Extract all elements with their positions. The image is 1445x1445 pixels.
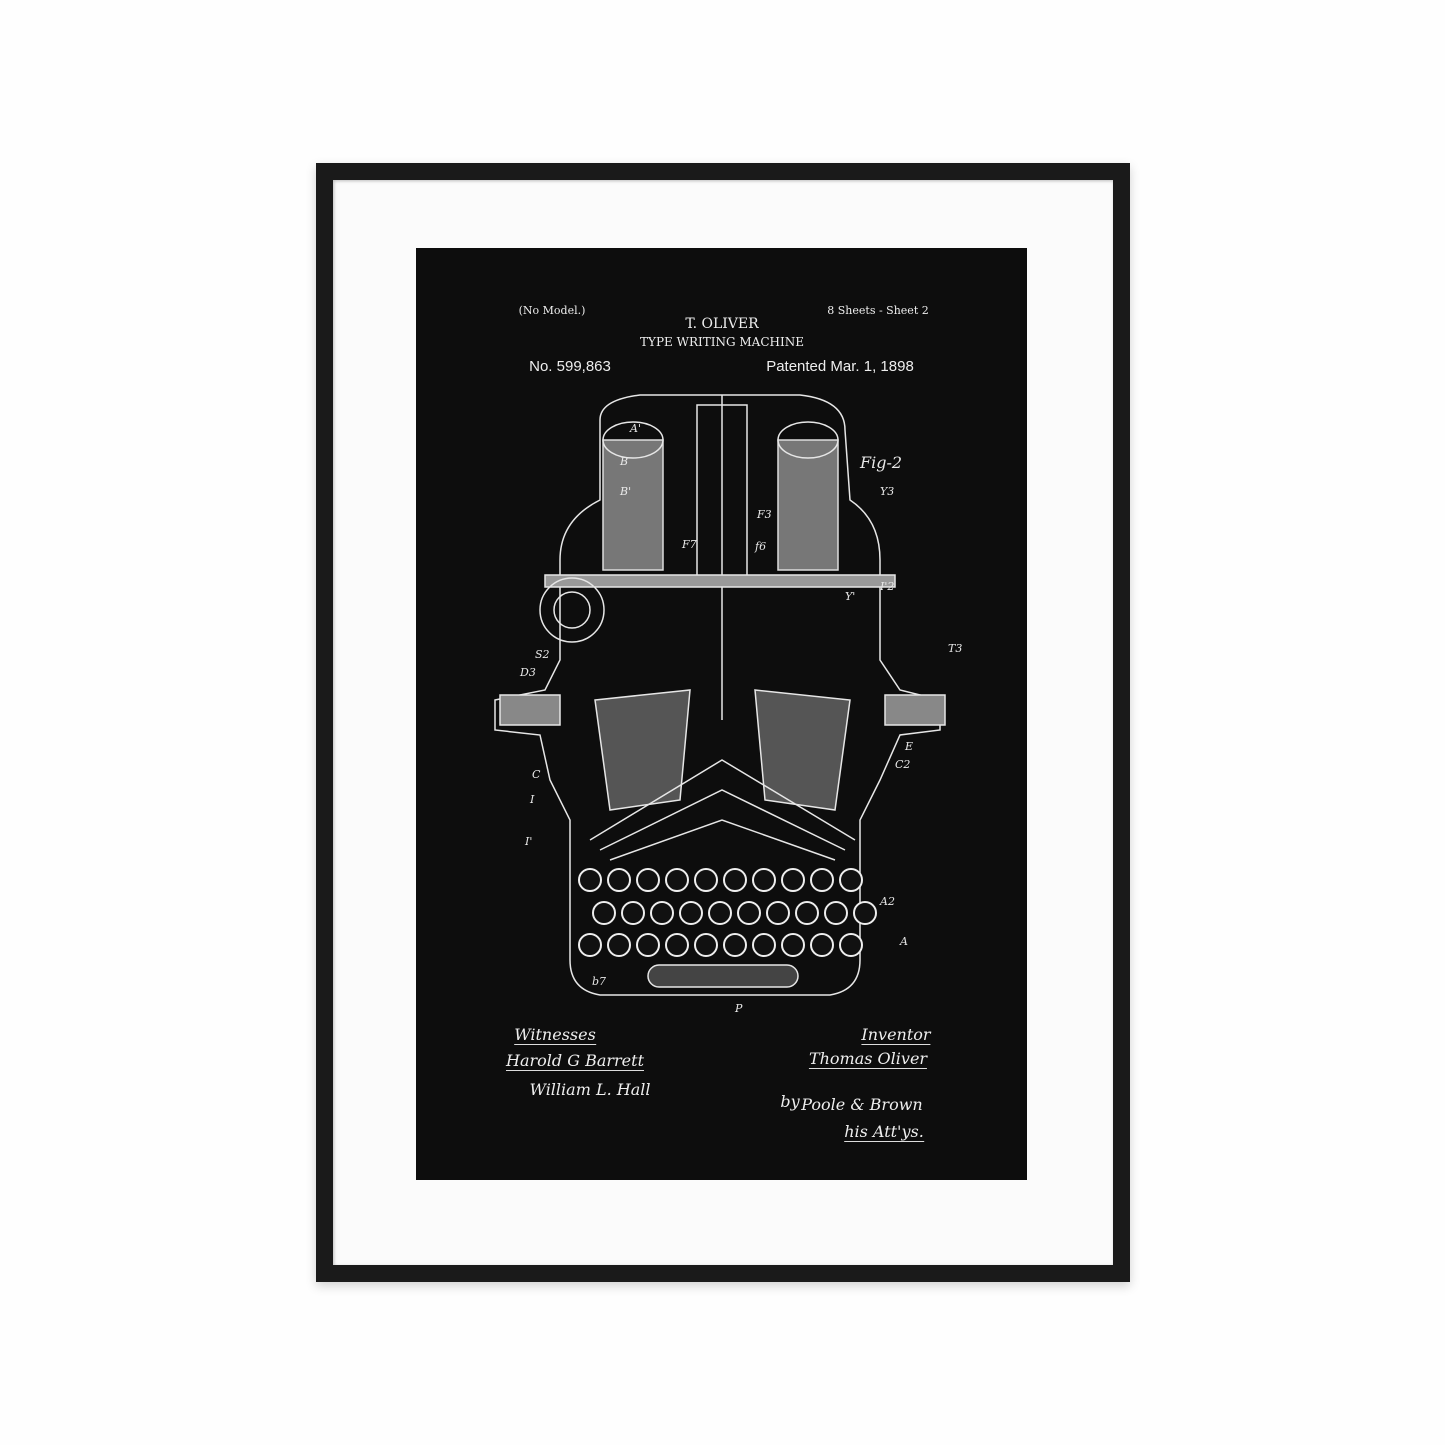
typewriter-key <box>607 868 631 892</box>
typewriter-key <box>679 901 703 925</box>
typewriter-key <box>578 933 602 957</box>
drawing-label: I'2 <box>879 580 894 593</box>
typewriter-key <box>839 868 863 892</box>
typewriter-key <box>737 901 761 925</box>
typewriter-key <box>766 901 790 925</box>
typewriter-key <box>723 868 747 892</box>
typewriter-key <box>578 868 602 892</box>
sheet-count: 8 Sheets - Sheet 2 <box>827 304 929 317</box>
typewriter-key <box>781 868 805 892</box>
typewriter-key <box>665 868 689 892</box>
typewriter-key <box>781 933 805 957</box>
witness-2-signature: William L. Hall <box>529 1080 651 1099</box>
drawing-label: D3 <box>519 666 536 679</box>
typewriter-key <box>853 901 877 925</box>
drawing-label: I <box>529 793 535 806</box>
drawing-label: F3 <box>756 508 772 521</box>
drawing-label: B <box>619 455 628 468</box>
typewriter-key <box>810 933 834 957</box>
drawing-label: b7 <box>592 975 606 988</box>
drawing-label: C <box>532 768 541 781</box>
typewriter-key <box>621 901 645 925</box>
drawing-label: P <box>734 1002 743 1015</box>
typewriter-key <box>810 868 834 892</box>
witnesses-heading: Witnesses <box>514 1025 596 1045</box>
by-label: by <box>780 1092 800 1111</box>
typewriter-key <box>592 901 616 925</box>
typewriter-key <box>708 901 732 925</box>
drawing-label: Y' <box>845 590 855 603</box>
attorneys-signature: Poole & Brown <box>801 1095 923 1114</box>
typewriter-key <box>636 868 660 892</box>
figure-label: Fig-2 <box>859 453 902 472</box>
drawing-label: E <box>904 740 913 753</box>
typewriter-key <box>694 868 718 892</box>
drawing-label: f6 <box>754 540 766 553</box>
inventor-name: T. OLIVER <box>685 316 759 332</box>
drawing-label: A2 <box>879 895 895 908</box>
model-note: (No Model.) <box>518 304 586 317</box>
typewriter-key <box>650 901 674 925</box>
attys-note: his Att'ys. <box>844 1122 924 1142</box>
typewriter-key <box>752 868 776 892</box>
drawing-label: B' <box>619 485 631 498</box>
typewriter-key <box>795 901 819 925</box>
patent-date: Patented Mar. 1, 1898 <box>766 358 914 375</box>
typewriter-key <box>723 933 747 957</box>
inventor-heading: Inventor <box>861 1025 931 1045</box>
typewriter-key <box>665 933 689 957</box>
drawing-label: A' <box>629 422 641 435</box>
drawing-label: I' <box>524 835 532 848</box>
witness-1-signature: Harold G Barrett <box>505 1051 645 1071</box>
drawing-label: C2 <box>895 758 910 771</box>
drawing-label: A <box>899 935 908 948</box>
drawing-label: T3 <box>948 642 962 655</box>
patent-number: No. 599,863 <box>529 358 611 375</box>
drawing-label: F7 <box>681 538 697 551</box>
typewriter-key <box>607 933 631 957</box>
typewriter-key <box>694 933 718 957</box>
inventor-signature: Thomas Oliver <box>808 1049 928 1069</box>
typewriter-key <box>824 901 848 925</box>
typewriter-key <box>752 933 776 957</box>
typewriter-key <box>839 933 863 957</box>
drawing-label: S2 <box>535 648 550 661</box>
patent-title: TYPE WRITING MACHINE <box>640 335 804 349</box>
drawing-label: Y3 <box>880 485 894 498</box>
typewriter-key <box>636 933 660 957</box>
